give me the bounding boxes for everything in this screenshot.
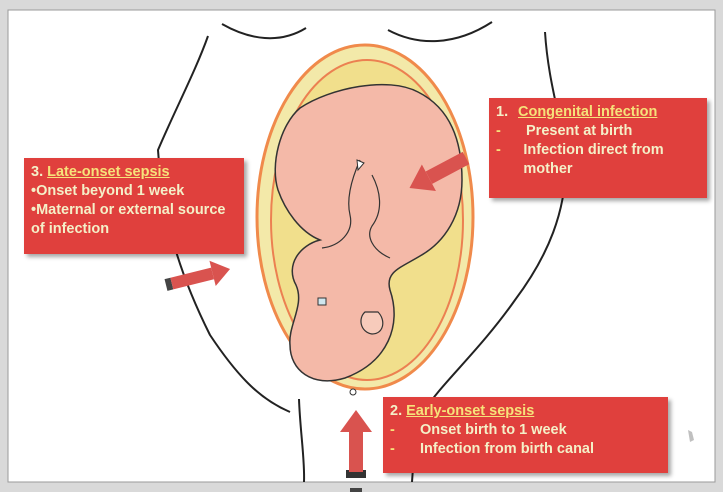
callout-number: 3. <box>31 164 43 180</box>
callout-title: Late-onset sepsis <box>47 164 170 180</box>
callout-point: •Maternal or external source of infectio… <box>31 201 237 239</box>
callout-point: - Infection direct from mother <box>496 141 700 179</box>
callout-point: •Onset beyond 1 week <box>31 182 237 201</box>
callout-congenital-infection: 1. Congenital infection - Present at bir… <box>489 98 707 198</box>
callout-title: Early-onset sepsis <box>406 403 534 419</box>
umbilical-marker <box>318 298 326 305</box>
callout-point-text: Infection from birth canal <box>420 440 594 459</box>
bullet-marker: - <box>496 122 526 141</box>
callout-point-text: Onset birth to 1 week <box>420 421 567 440</box>
callout-point-text: Maternal or external source of infection <box>31 202 225 237</box>
callout-number: 1. <box>496 103 518 122</box>
fetus-hand <box>361 312 383 334</box>
callout-point: - Infection from birth canal <box>390 440 661 459</box>
callout-early-onset-sepsis: 2. Early-onset sepsis - Onset birth to 1… <box>383 397 668 473</box>
callout-title-row: 1. Congenital infection <box>496 103 700 122</box>
bullet-marker: - <box>390 421 420 440</box>
bullet-marker: - <box>496 141 523 179</box>
callout-number: 2. <box>390 403 402 419</box>
callout-title: Congenital infection <box>518 103 657 122</box>
callout-point-text: Present at birth <box>526 122 632 141</box>
bullet-marker: - <box>390 440 420 459</box>
callout-point: - Onset birth to 1 week <box>390 421 661 440</box>
callout-point-text: Onset beyond 1 week <box>36 183 184 199</box>
callout-point-text: Infection direct from mother <box>523 141 700 179</box>
callout-late-onset-sepsis: 3. Late-onset sepsis •Onset beyond 1 wee… <box>24 158 244 254</box>
cervix-marker <box>350 389 356 395</box>
callout-title-row: 3. Late-onset sepsis <box>31 163 237 182</box>
callout-title-row: 2. Early-onset sepsis <box>390 402 661 421</box>
callout-point: - Present at birth <box>496 122 700 141</box>
